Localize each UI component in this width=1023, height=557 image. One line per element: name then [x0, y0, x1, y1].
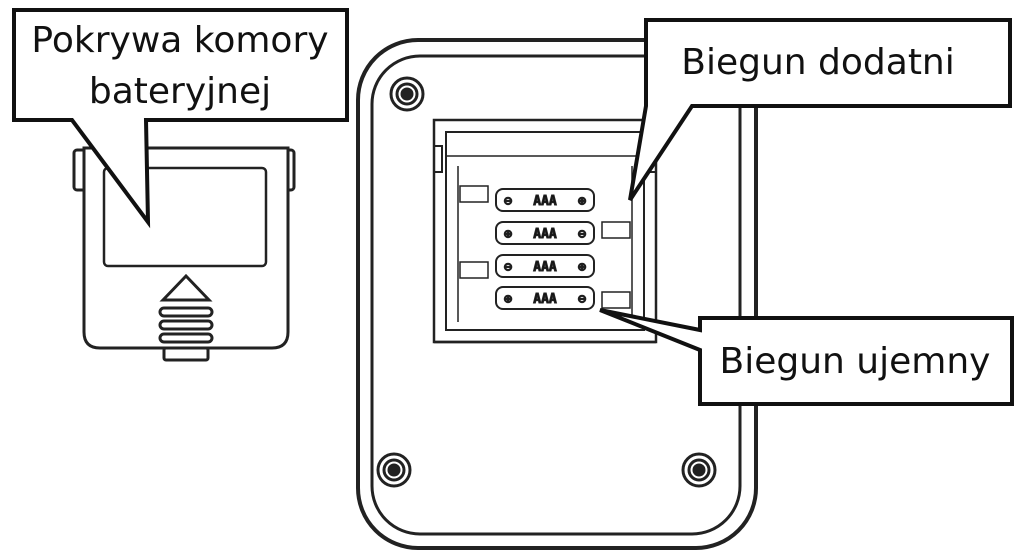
- callout-cover-line2: bateryjnej: [89, 71, 271, 112]
- screw-bottom-left: [376, 452, 412, 488]
- callout-negative: Biegun ujemny: [599, 308, 1014, 406]
- battery-cell: ⊕ AAA ⊖: [495, 286, 595, 310]
- callout-positive-text: Biegun dodatni: [681, 42, 955, 83]
- battery-right-pole-icon: ⊕: [578, 194, 586, 209]
- battery-type-label: AAA: [533, 194, 557, 209]
- battery-type-label: AAA: [533, 227, 557, 242]
- battery-compartment: ⊖ AAA ⊕ ⊕ AAA ⊖ ⊖ AAA ⊕ ⊕ AAA ⊖: [432, 118, 658, 344]
- battery-right-pole-icon: ⊕: [578, 260, 586, 275]
- battery-left-pole-icon: ⊕: [504, 227, 512, 242]
- callout-cover-line1: Pokrywa komory: [31, 20, 328, 61]
- arrow-up-icon: [159, 273, 213, 302]
- callout-negative-text: Biegun ujemny: [720, 341, 991, 382]
- battery-cover: [72, 146, 296, 362]
- battery-right-pole-icon: ⊖: [578, 227, 586, 242]
- screw-bottom-right: [681, 452, 717, 488]
- battery-type-label: AAA: [533, 260, 557, 275]
- battery-right-pole-icon: ⊖: [578, 292, 586, 307]
- battery-left-pole-icon: ⊖: [504, 194, 512, 209]
- battery-cell: ⊖ AAA ⊕: [495, 188, 595, 212]
- battery-left-pole-icon: ⊖: [504, 260, 512, 275]
- battery-type-label: AAA: [533, 292, 557, 307]
- callout-positive: Biegun dodatni: [628, 18, 1012, 202]
- battery-cell: ⊕ AAA ⊖: [495, 221, 595, 245]
- battery-left-pole-icon: ⊕: [504, 292, 512, 307]
- battery-cell: ⊖ AAA ⊕: [495, 254, 595, 278]
- screw-top-left: [389, 76, 425, 112]
- callout-cover: Pokrywa komory bateryjnej: [12, 8, 349, 229]
